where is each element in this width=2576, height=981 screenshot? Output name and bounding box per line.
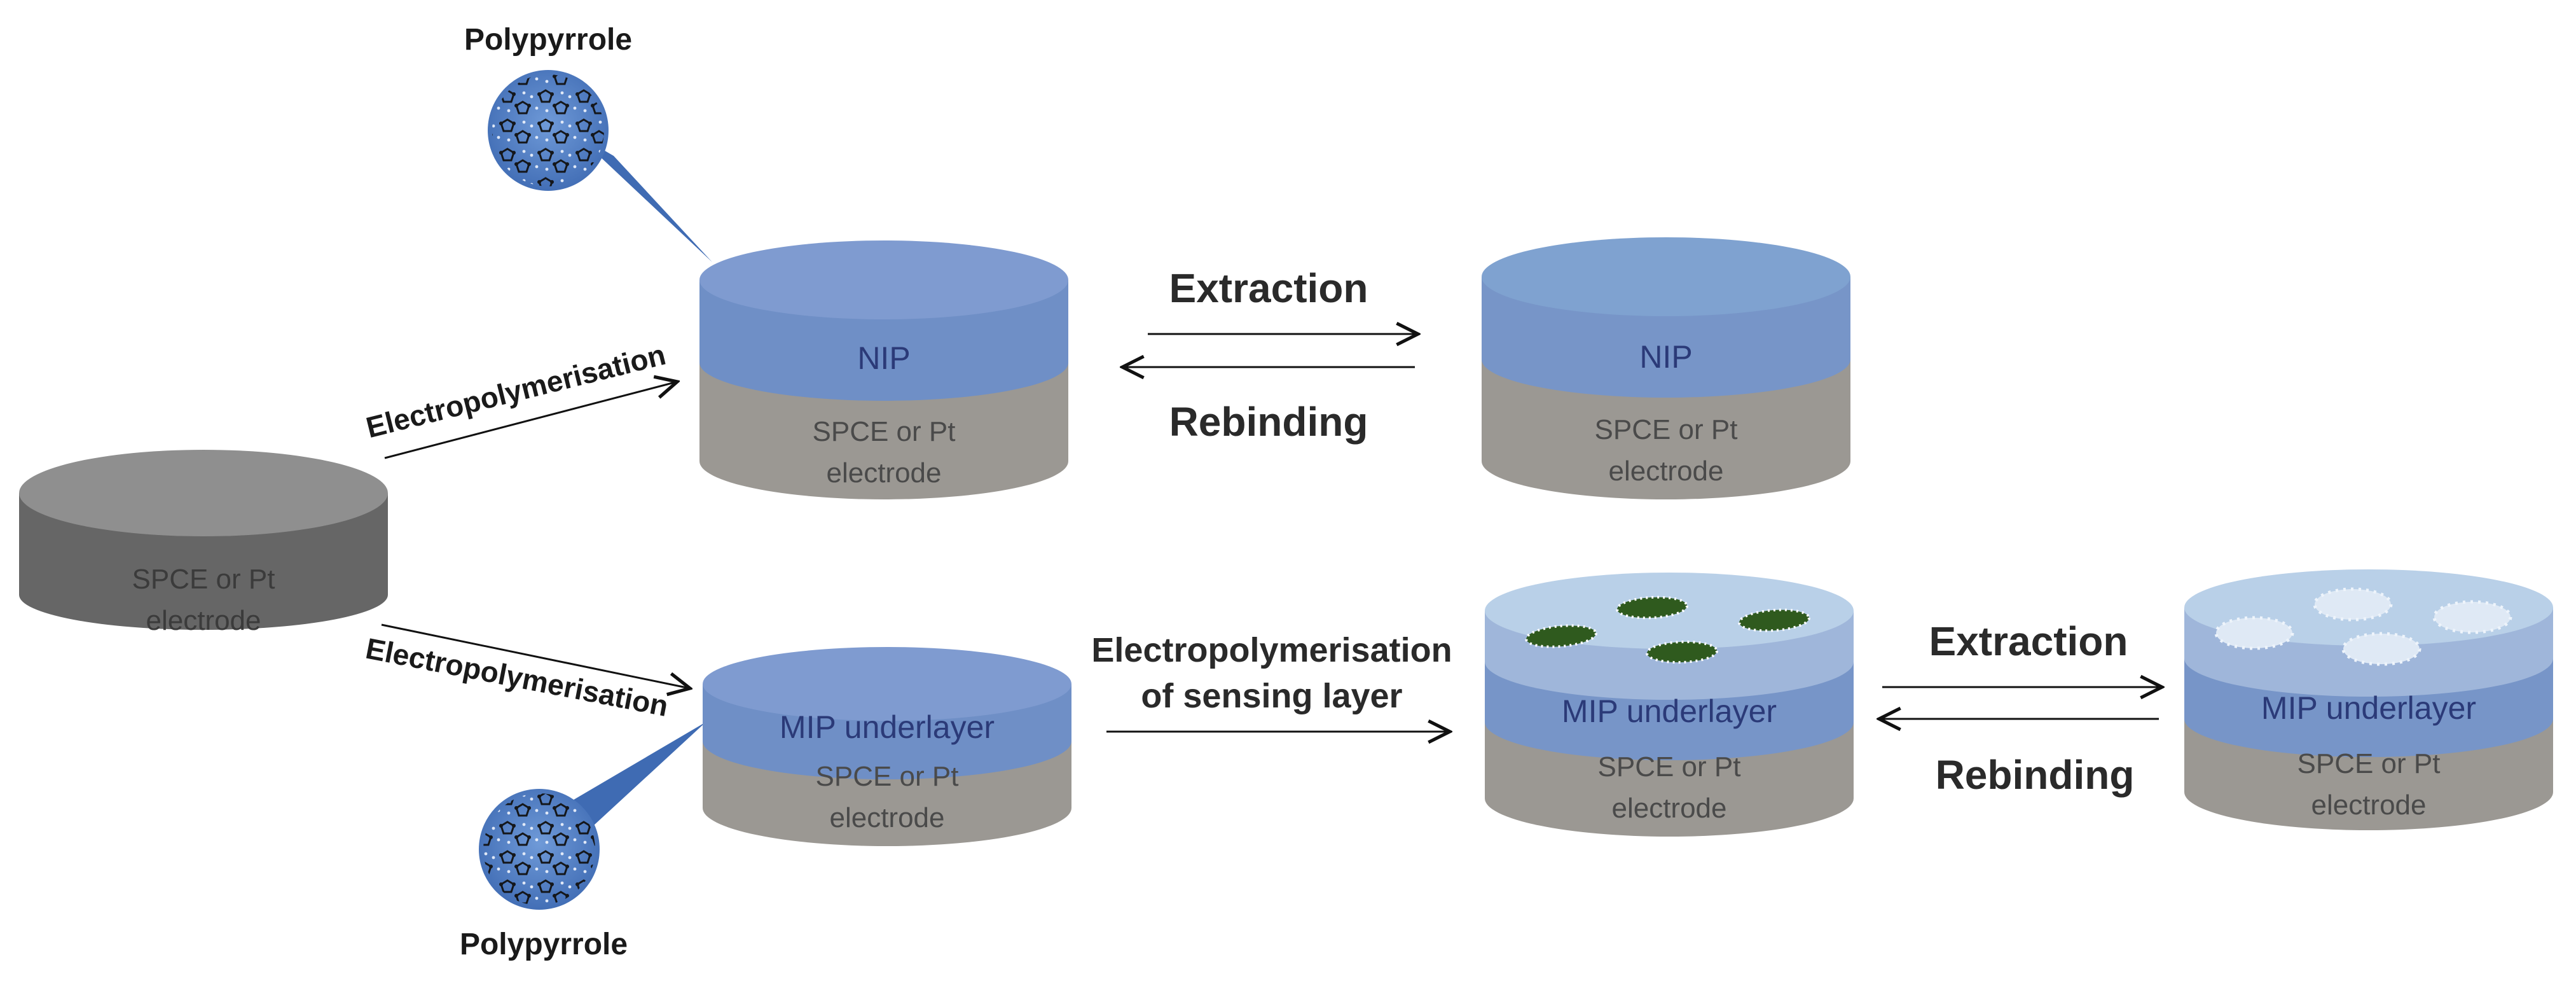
cavity-icon [2341, 632, 2421, 666]
zoom-beam-bottom [560, 722, 706, 833]
cavities-group [2214, 587, 2512, 666]
nip-1-electrode-label-line1: SPCE or Pt [813, 416, 956, 447]
nip-electrode-2: NIP SPCE or Pt electrode [1482, 237, 1850, 499]
cavity-icon [2313, 587, 2393, 622]
nip-2-electrode-label-line2: electrode [1608, 456, 1723, 487]
cavity-icon [2432, 600, 2512, 634]
polypyrrole-bottom-label: Polypyrrole [460, 928, 628, 961]
polypyrrole-zoom-top: Polypyrrole [464, 23, 712, 262]
mip-bacteria-electrode-label-line1: SPCE or Pt [1598, 751, 1741, 783]
extraction-rebinding-bottom: Extraction Rebinding [1879, 618, 2162, 798]
mip-extracted-electrode-label-line1: SPCE or Pt [2297, 748, 2441, 779]
electropolymerisation-lower-arrow: Electropolymerisation [363, 623, 690, 723]
mip-bacteria-electrode-label-line2: electrode [1611, 793, 1726, 824]
nip-2-electrode-label-line1: SPCE or Pt [1595, 414, 1738, 445]
mip-underlayer-electrode-label-line2: electrode [829, 802, 944, 833]
polypyrrole-zoom-bottom: Polypyrrole [460, 722, 706, 961]
mip-underlayer-electrode: MIP underlayer SPCE or Pt electrode [703, 647, 1071, 846]
nip-2-layer-label: NIP [1639, 339, 1692, 375]
extraction-top-label: Extraction [1169, 265, 1368, 311]
polypyrrole-top-label: Polypyrrole [464, 23, 632, 57]
extraction-bottom-label: Extraction [1929, 618, 2128, 664]
bacterium-icon [1738, 608, 1810, 632]
electropolymerisation-sensing-arrow: Electropolymerisation of sensing layer [1091, 631, 1452, 732]
mip-extracted-electrode: MIP underlayer SPCE or Pt electrode [2184, 569, 2553, 830]
mip-underlayer-electrode-label-line1: SPCE or Pt [816, 761, 959, 792]
bare-electrode-label-line1: SPCE or Pt [132, 564, 275, 595]
mip-extracted-layer-label: MIP underlayer [2261, 690, 2476, 726]
electropolymerisation-sensing-line2: of sensing layer [1141, 677, 1402, 715]
bare-electrode-label-line2: electrode [146, 605, 261, 636]
nip-1-layer-label: NIP [857, 340, 910, 376]
mip-bacteria-layer-label: MIP underlayer [1562, 693, 1777, 729]
zoom-beam-top [575, 134, 712, 262]
electropolymerisation-lower-label: Electropolymerisation [363, 632, 671, 723]
bare-electrode: SPCE or Pt electrode [19, 450, 388, 636]
mip-extracted-electrode-label-line2: electrode [2311, 790, 2426, 821]
bacterium-icon [1616, 595, 1688, 620]
mip-bacteria-electrode: MIP underlayer SPCE or Pt electrode [1485, 573, 1854, 837]
nip-1-electrode-label-line2: electrode [826, 457, 941, 489]
mip-underlayer-layer-label: MIP underlayer [780, 709, 995, 745]
rebinding-top-label: Rebinding [1169, 399, 1368, 445]
rebinding-bottom-label: Rebinding [1936, 752, 2135, 798]
nip-electrode-1: NIP SPCE or Pt electrode [699, 240, 1068, 499]
electropolymerisation-upper-label: Electropolymerisation [362, 338, 668, 444]
cavity-icon [2214, 616, 2294, 650]
electropolymerisation-upper-arrow: Electropolymerisation [362, 338, 677, 459]
electropolymerisation-sensing-line1: Electropolymerisation [1091, 631, 1452, 669]
extraction-rebinding-top: Extraction Rebinding [1122, 265, 1418, 445]
